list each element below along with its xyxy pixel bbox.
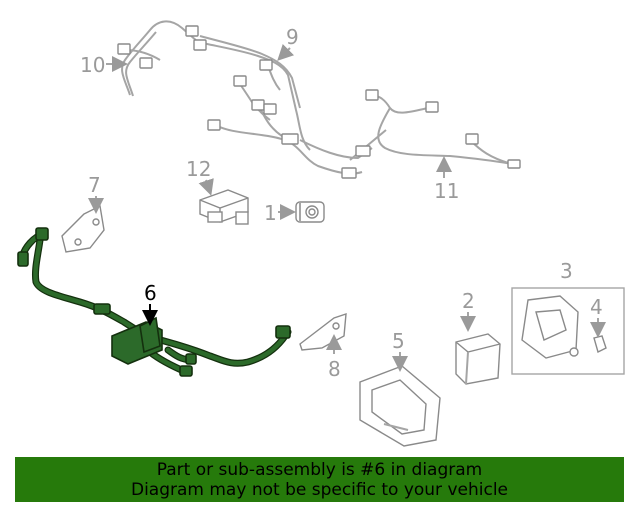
part-8-bracket: [299, 312, 347, 351]
svg-text:10: 10: [80, 53, 105, 77]
svg-text:9: 9: [286, 25, 299, 49]
part-3-4-assembly-box: [511, 287, 625, 375]
callout-7[interactable]: 7: [88, 173, 104, 214]
svg-text:6: 6: [144, 281, 157, 305]
svg-text:11: 11: [434, 179, 459, 203]
callout-5[interactable]: 5: [392, 329, 408, 372]
svg-text:2: 2: [462, 289, 475, 313]
part-7-bracket: [61, 204, 105, 253]
svg-text:12: 12: [186, 157, 211, 181]
part-1-sensor: [295, 201, 325, 223]
part-5-cover: [359, 365, 441, 447]
svg-text:1: 1: [264, 201, 277, 225]
wiring-harness-upper: [117, 20, 521, 179]
banner-line-1: Part or sub-assembly is #6 in diagram: [156, 460, 483, 480]
svg-text:8: 8: [328, 357, 341, 381]
callout-9[interactable]: 9: [277, 25, 299, 61]
callout-2[interactable]: 2: [460, 289, 476, 332]
callout-8[interactable]: 8: [326, 334, 342, 381]
callout-6[interactable]: 6: [142, 281, 158, 326]
part-info-banner: Part or sub-assembly is #6 in diagram Di…: [15, 457, 624, 502]
svg-text:7: 7: [88, 173, 101, 197]
svg-text:4: 4: [590, 295, 603, 319]
callout-1[interactable]: 1: [264, 201, 296, 225]
callout-10[interactable]: 10: [80, 53, 128, 77]
part-2-module: [455, 333, 501, 385]
svg-text:5: 5: [392, 329, 405, 353]
banner-line-2: Diagram may not be specific to your vehi…: [130, 480, 508, 500]
callout-11[interactable]: 11: [434, 156, 459, 203]
callout-4[interactable]: 4: [590, 295, 606, 338]
parts-diagram: 10 9 12 1 11 7 6 8 5 2 3 4: [17, 20, 625, 447]
part-12-module: [199, 189, 249, 225]
svg-text:3: 3: [560, 259, 573, 283]
callout-12[interactable]: 12: [186, 157, 214, 196]
callout-3[interactable]: 3: [560, 259, 573, 283]
part-6-harness-highlighted: [17, 227, 292, 377]
